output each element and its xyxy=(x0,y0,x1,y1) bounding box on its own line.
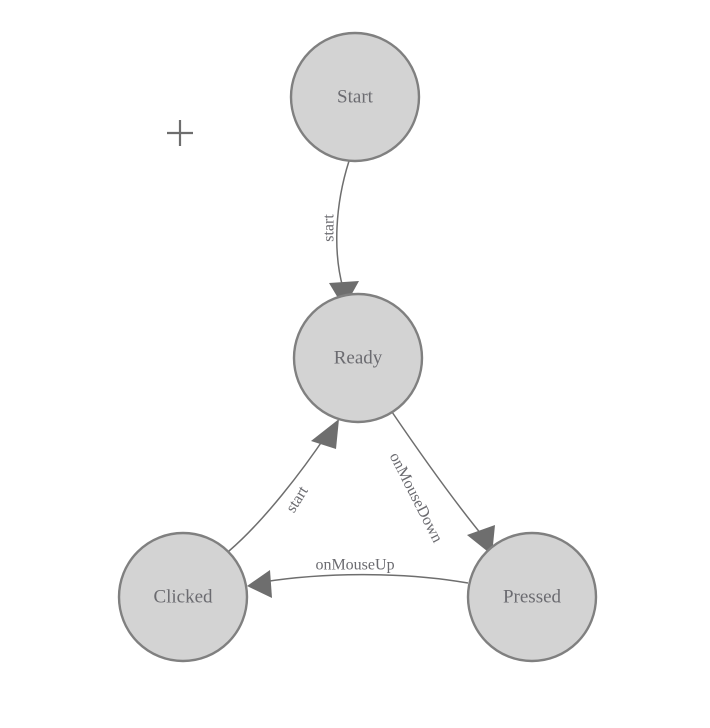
arrowhead-icon xyxy=(311,419,339,449)
edge-start-to-ready[interactable]: start xyxy=(321,160,359,308)
node-circle[interactable] xyxy=(292,292,424,424)
node-clicked[interactable]: Clicked xyxy=(117,531,249,663)
edge-label-ready-to-pressed: onMouseDown xyxy=(386,450,446,546)
edge-line xyxy=(262,573,469,584)
edge-ready-to-pressed[interactable]: onMouseDown xyxy=(386,411,495,555)
node-ready[interactable]: Ready xyxy=(292,292,424,424)
edge-line xyxy=(391,411,487,541)
edge-pressed-to-clicked[interactable]: onMouseUp xyxy=(247,557,469,598)
edge-label-pressed-to-clicked: onMouseUp xyxy=(315,557,394,574)
node-start[interactable]: Start xyxy=(289,31,421,163)
edge-clicked-to-ready[interactable]: start xyxy=(228,419,339,552)
node-circle[interactable] xyxy=(117,531,249,663)
crosshair-icon xyxy=(167,120,193,146)
edge-line xyxy=(228,433,328,552)
arrowhead-icon xyxy=(247,570,272,598)
node-pressed[interactable]: Pressed xyxy=(466,531,598,663)
node-circle[interactable] xyxy=(289,31,421,163)
edge-label-start-to-ready: start xyxy=(321,214,338,242)
arrowhead-icon xyxy=(467,525,495,555)
node-circle[interactable] xyxy=(466,531,598,663)
edge-line xyxy=(336,160,350,289)
